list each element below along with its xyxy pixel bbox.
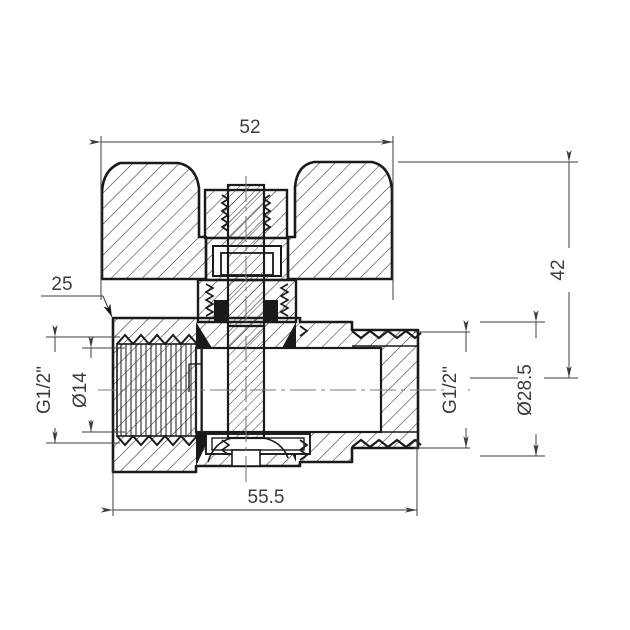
dimension-handle-width: 52 [89, 114, 394, 300]
dimension-inlet-thread: G1/2" [34, 325, 120, 444]
centerlines [90, 176, 470, 486]
dimension-label-25: 25 [51, 274, 72, 295]
dimension-handle-height: 42 [398, 150, 578, 379]
dimension-overall-length: 55.5 [101, 440, 418, 516]
dimension-outlet-outer-diameter: Ø28.5 [480, 310, 545, 457]
dimension-label-55-5: 55.5 [248, 487, 285, 508]
handle-wing-left [100, 161, 208, 281]
dimension-label-outlet-thread: G1/2" [440, 366, 461, 414]
dimension-label-52: 52 [239, 117, 260, 138]
dimension-outlet-thread: G1/2" [414, 320, 470, 449]
bonnet-packing-assembly [204, 236, 290, 282]
valve-assembly [90, 160, 470, 486]
dimension-label-bore-14: Ø14 [70, 372, 91, 408]
dimension-label-od-28-5: Ø28.5 [515, 364, 536, 416]
dimension-label-42: 42 [548, 259, 569, 280]
outlet-male-thread [351, 329, 422, 449]
dimension-inlet-bore: Ø14 [70, 336, 125, 433]
dimension-label-inlet-thread: G1/2" [34, 366, 55, 414]
handle-wing-right [286, 160, 394, 281]
dimension-nut-width: 25 [41, 274, 113, 318]
